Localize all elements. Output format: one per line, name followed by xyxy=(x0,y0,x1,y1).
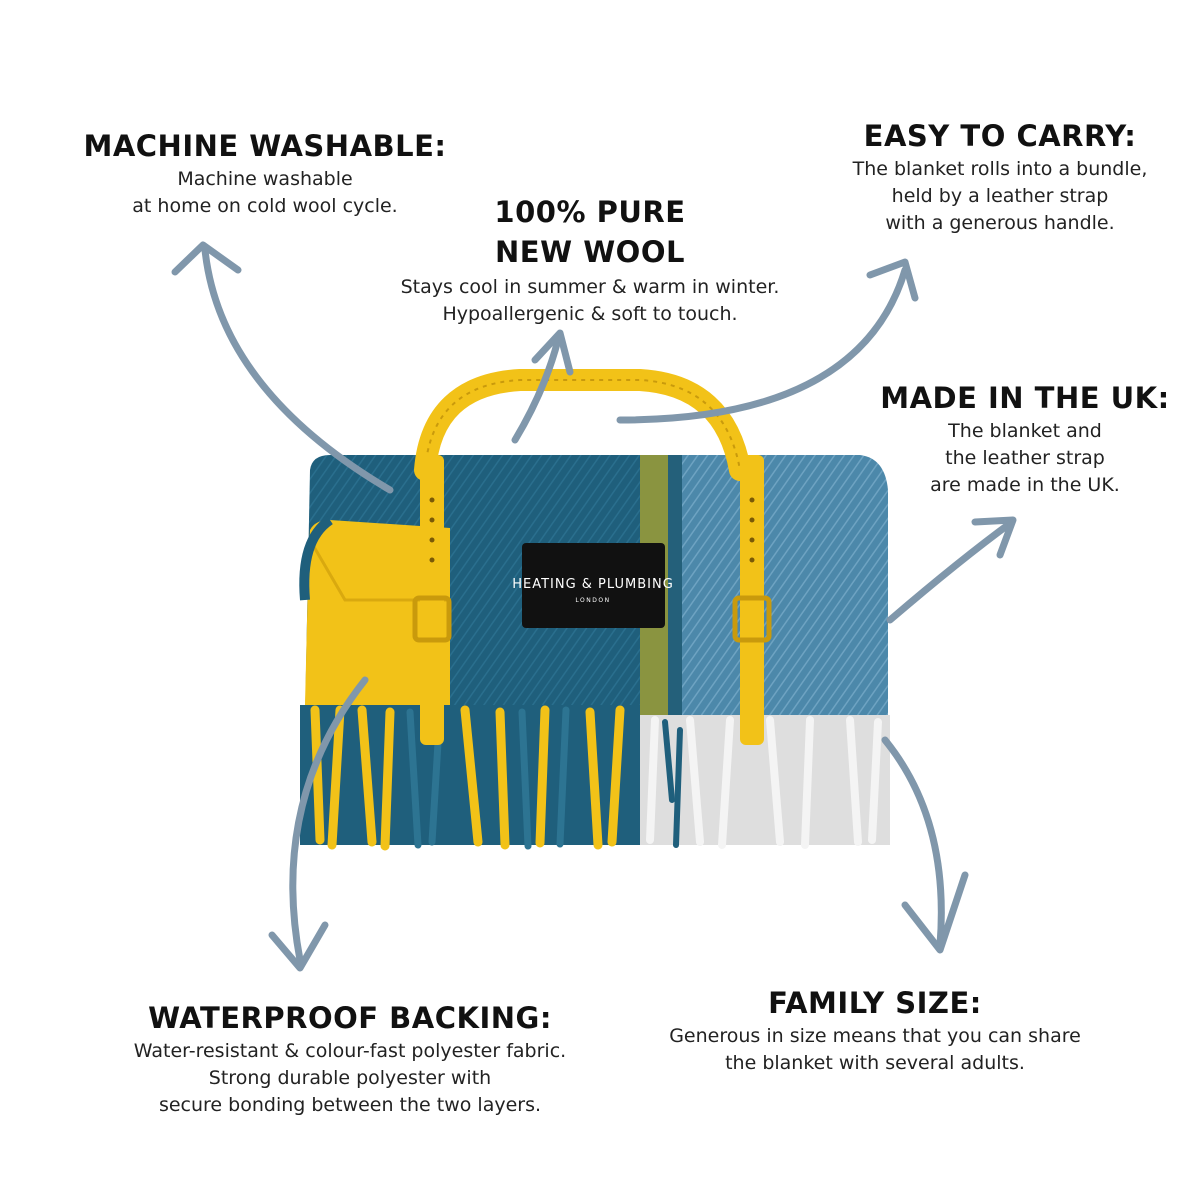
feature-description: Generous in size means that you can shar… xyxy=(669,1025,1081,1074)
arrow-family-size xyxy=(881,736,945,949)
arrow-easy-carry xyxy=(616,266,909,424)
feature-description: Stays cool in summer & warm in winter. H… xyxy=(400,276,780,325)
feature-easy-to-carry: EASY TO CARRY: The blanket rolls into a … xyxy=(800,118,1200,237)
blanket-fringe xyxy=(300,705,890,851)
feature-description: Machine washable at home on cold wool cy… xyxy=(132,168,398,217)
arrow-pure-wool xyxy=(511,336,562,444)
blanket-light-blue-panel xyxy=(682,455,888,720)
feature-title: MACHINE WASHABLE: xyxy=(83,129,447,163)
arrow-made-uk xyxy=(886,518,1016,624)
brand-label: HEATING & PLUMBING LONDON xyxy=(512,543,674,628)
feature-description: Water-resistant & colour-fast polyester … xyxy=(133,1040,567,1116)
brand-label-text: HEATING & PLUMBING xyxy=(512,577,674,592)
feature-title: WATERPROOF BACKING: xyxy=(148,1001,552,1035)
feature-title: 100% PURE NEW WOOL xyxy=(494,195,686,269)
brand-label-sub: LONDON xyxy=(575,597,610,604)
feature-title: MADE IN THE UK: xyxy=(880,381,1170,415)
feature-made-in-uk: MADE IN THE UK: The blanket and the leat… xyxy=(860,380,1190,499)
feature-pure-wool: 100% PURE NEW WOOL Stays cool in summer … xyxy=(350,192,830,328)
feature-description: The blanket and the leather strap are ma… xyxy=(930,420,1120,496)
feature-description: The blanket rolls into a bundle, held by… xyxy=(852,158,1148,234)
waterproof-yellow-flap xyxy=(305,520,450,705)
blanket-roll: HEATING & PLUMBING LONDON xyxy=(299,369,890,851)
feature-arrows xyxy=(171,241,1017,972)
right-buckle xyxy=(732,595,772,643)
feature-waterproof-backing: WATERPROOF BACKING: Water-resistant & co… xyxy=(50,1000,650,1119)
feature-title: EASY TO CARRY: xyxy=(863,119,1137,153)
arrow-machine-washable xyxy=(201,246,394,494)
left-buckle xyxy=(412,595,452,643)
feature-machine-washable: MACHINE WASHABLE: Machine washable at ho… xyxy=(60,128,470,220)
feature-title: FAMILY SIZE: xyxy=(768,986,982,1020)
feature-family-size: FAMILY SIZE: Generous in size means that… xyxy=(620,985,1130,1077)
arrow-waterproof xyxy=(289,676,369,964)
